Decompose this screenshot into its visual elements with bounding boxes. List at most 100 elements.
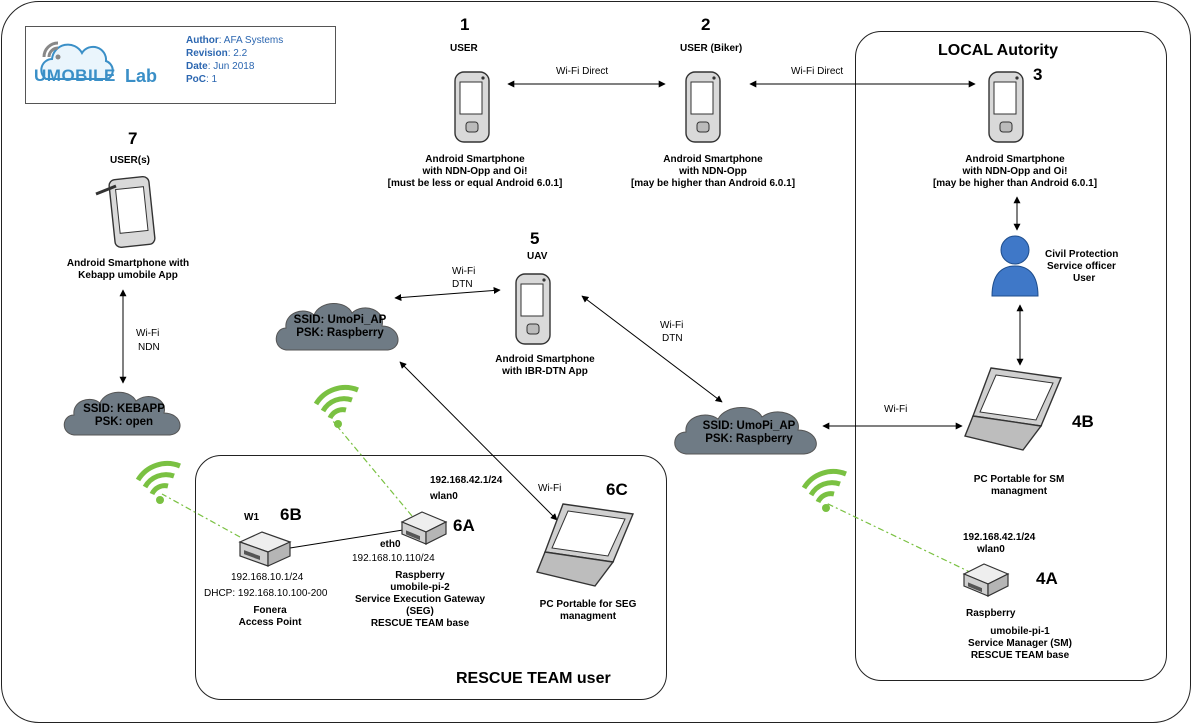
- logo-lab: Lab: [125, 66, 158, 86]
- node-6c-desc-1: PC Portable for SEG: [539, 599, 637, 610]
- link-5-cloud-left: [394, 286, 501, 302]
- kebapp-cloud-line-2: PSK: open: [94, 416, 154, 428]
- node-6a-number: 6A: [453, 516, 475, 535]
- node-6a-line-5: RESCUE TEAM base: [370, 618, 470, 629]
- node-5-role: UAV: [527, 251, 548, 262]
- node-4a-number: 4A: [1036, 569, 1058, 588]
- laptop-icon: [964, 367, 1062, 451]
- node-6c-desc-2: managment: [559, 611, 617, 622]
- node-4a-line-3: Service Manager (SM): [968, 638, 1072, 649]
- node-1-desc-3: [must be less or equal Android 6.0.1]: [387, 178, 563, 189]
- node-4b-number: 4B: [1072, 412, 1094, 431]
- user-person-icon: [991, 235, 1039, 297]
- rescue-team-title: RESCUE TEAM user: [456, 670, 611, 687]
- dash-6b-wifi: [161, 493, 241, 538]
- node-2-desc-2: with NDN-Opp: [679, 166, 747, 177]
- node-6b-tag: W1: [244, 512, 259, 523]
- node-5-desc-2: with IBR-DTN App: [502, 366, 588, 377]
- header-info-box: UMOBILE Lab Author: AFA Systems Revision…: [25, 26, 336, 104]
- tablet-with-stylus-icon: [95, 175, 156, 249]
- node-6a-line-4: (SEG): [406, 606, 434, 617]
- umopi-right-cloud-line-2: PSK: Raspberry: [705, 433, 793, 445]
- smartphone-icon: [454, 71, 490, 143]
- node-6b-line-1: Fonera: [253, 605, 287, 616]
- wifi-signal-icon: [801, 469, 847, 512]
- node-6b-line-2: Access Point: [238, 617, 302, 628]
- link-5-right-label-2: DTN: [662, 333, 683, 344]
- node-7-desc-2: Kebapp umobile App: [78, 270, 178, 281]
- officer-line-2: Service officer: [1047, 261, 1116, 272]
- node-4a-iface: wlan0: [977, 544, 1005, 555]
- node-6a-ip-wlan: 192.168.42.1/24: [430, 475, 503, 486]
- umopi-left-cloud-icon: [275, 303, 399, 351]
- node-6b-dhcp: DHCP: 192.168.10.100-200: [204, 588, 328, 599]
- node-4a-line-4: RESCUE TEAM base: [970, 650, 1070, 661]
- laptop-icon: [536, 503, 634, 587]
- dash-4a-wifi: [825, 502, 973, 574]
- node-4b-desc-1: PC Portable for SM: [973, 474, 1065, 485]
- link-5-right-label-1: Wi-Fi: [660, 320, 684, 331]
- link-5-cloud-right: [581, 295, 723, 403]
- node-1-role: USER: [450, 43, 478, 54]
- node-6a-iface-wlan: wlan0: [430, 491, 458, 502]
- umopi-right-cloud-icon: [674, 407, 817, 455]
- author-line: Author: AFA Systems: [186, 35, 284, 46]
- node-2-desc-3: [may be higher than Android 6.0.1]: [630, 178, 796, 189]
- node-6a-iface-eth: eth0: [380, 539, 401, 550]
- node-1-desc-1: Android Smartphone: [425, 154, 525, 165]
- node-4a-line-2: umobile-pi-1: [990, 626, 1050, 637]
- smartphone-icon: [515, 273, 551, 345]
- wifi-signal-icon: [313, 385, 359, 428]
- link-2-3-label: Wi-Fi Direct: [791, 66, 844, 77]
- revision-line: Revision: 2.2: [186, 48, 248, 59]
- node-6c-number: 6C: [606, 480, 628, 499]
- node-6a-line-2: umobile-pi-2: [390, 582, 450, 593]
- local-authority-region: [855, 31, 1167, 681]
- link-1-2-label: Wi-Fi Direct: [556, 66, 609, 77]
- node-3-number: 3: [1033, 65, 1043, 84]
- kebapp-cloud-icon: [63, 391, 181, 436]
- node-5-desc-1: Android Smartphone: [495, 354, 595, 365]
- umobile-cloud-logo-icon: [40, 41, 114, 80]
- node-7-number: 7: [128, 129, 138, 148]
- link-cloud-6c: [399, 361, 558, 521]
- link-cloud-4b-label: Wi-Fi: [884, 404, 908, 415]
- date-line: Date: Jun 2018: [186, 61, 255, 72]
- node-7-desc-1: Android Smartphone with: [66, 258, 190, 269]
- smartphone-icon: [988, 71, 1024, 143]
- raspberry-device-icon: [400, 511, 448, 545]
- link-7-label-2: NDN: [138, 342, 160, 353]
- umopi-left-cloud-line-1: SSID: UmoPi_AP: [293, 314, 387, 326]
- umopi-right-cloud-line-1: SSID: UmoPi_AP: [702, 420, 796, 432]
- dash-6a-wifi: [331, 419, 413, 517]
- umopi-left-cloud-line-2: PSK: Raspberry: [296, 327, 384, 339]
- node-1-desc-2: with NDN-Opp and Oi!: [422, 166, 528, 177]
- node-3-desc-2: with NDN-Opp and Oi!: [962, 166, 1068, 177]
- link-6a-6c-label: Wi-Fi: [538, 483, 562, 494]
- logo-text: UMOBILE: [34, 66, 116, 85]
- kebapp-cloud-line-1: SSID: KEBAPP: [83, 403, 165, 415]
- node-7-role: USER(s): [110, 155, 151, 166]
- link-7-label-1: Wi-Fi: [136, 328, 160, 339]
- node-6a-ip-eth: 192.168.10.110/24: [352, 553, 435, 564]
- node-6a-line-3: Service Execution Gateway: [354, 594, 486, 605]
- smartphone-icon: [685, 71, 721, 143]
- node-4a-ip: 192.168.42.1/24: [963, 532, 1036, 543]
- access-point-icon: [238, 531, 292, 567]
- wifi-signal-icon: [135, 461, 181, 504]
- node-2-number: 2: [701, 15, 711, 34]
- link-5-left-label-2: DTN: [452, 279, 473, 290]
- officer-line-1: Civil Protection: [1045, 249, 1119, 260]
- raspberry-device-icon: [962, 563, 1010, 597]
- link-6a-6b: [289, 529, 404, 549]
- node-5-number: 5: [530, 229, 540, 248]
- node-3-desc-1: Android Smartphone: [965, 154, 1065, 165]
- node-4a-line-1: Raspberry: [966, 608, 1016, 619]
- node-4b-desc-2: managment: [990, 486, 1048, 497]
- link-5-left-label-1: Wi-Fi: [452, 266, 476, 277]
- node-6b-number: 6B: [280, 505, 302, 524]
- poc-line: PoC: 1: [186, 74, 218, 85]
